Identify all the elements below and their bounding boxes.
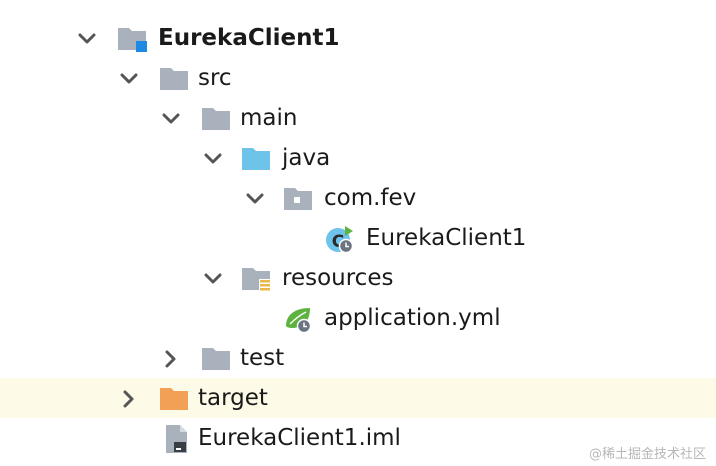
chevron-down-icon[interactable]: [160, 108, 182, 130]
tree-label: com.fev: [324, 185, 417, 211]
tree-label: java: [282, 145, 331, 171]
watermark: @稀土掘金技术社区: [588, 447, 706, 462]
chevron-down-icon[interactable]: [76, 28, 98, 50]
tree-label: EurekaClient1.iml: [198, 425, 401, 451]
chevron-down-icon[interactable]: [244, 188, 266, 210]
chevron-right-icon[interactable]: [118, 388, 140, 410]
tree-label: application.yml: [324, 305, 501, 331]
tree-label: EurekaClient1: [158, 25, 340, 51]
tree-row-main[interactable]: main: [0, 98, 716, 138]
tree-label: resources: [282, 265, 394, 291]
iml-file-icon: [160, 424, 194, 454]
chevron-right-icon[interactable]: [160, 348, 182, 370]
tree-row-src[interactable]: src: [0, 58, 716, 98]
chevron-down-icon[interactable]: [202, 148, 224, 170]
spring-boot-class-icon: C: [324, 224, 358, 254]
chevron-down-icon[interactable]: [202, 268, 224, 290]
tree-row-target[interactable]: target: [0, 378, 716, 418]
tree-row-iml-file[interactable]: EurekaClient1.iml: [0, 418, 716, 458]
tree-label: test: [240, 345, 285, 371]
tree-row-project[interactable]: EurekaClient1: [0, 18, 716, 58]
tree-row-package[interactable]: com.fev: [0, 178, 716, 218]
resources-root-folder-icon: [240, 264, 274, 294]
folder-icon: [200, 104, 234, 134]
tree-row-main-class[interactable]: C EurekaClient1: [0, 218, 716, 258]
tree-row-test[interactable]: test: [0, 338, 716, 378]
source-root-folder-icon: [240, 144, 274, 174]
project-module-icon: [116, 24, 150, 54]
tree-label: EurekaClient1: [366, 225, 527, 251]
excluded-folder-icon: [158, 384, 192, 414]
folder-icon: [158, 64, 192, 94]
tree-row-config-file[interactable]: application.yml: [0, 298, 716, 338]
package-icon: [282, 184, 316, 214]
tree-label: main: [240, 105, 298, 131]
tree-label: target: [198, 385, 268, 411]
spring-config-file-icon: [282, 304, 316, 334]
folder-icon: [200, 344, 234, 374]
tree-row-resources[interactable]: resources: [0, 258, 716, 298]
tree-label: src: [198, 65, 232, 91]
chevron-down-icon[interactable]: [118, 68, 140, 90]
tree-row-java[interactable]: java: [0, 138, 716, 178]
